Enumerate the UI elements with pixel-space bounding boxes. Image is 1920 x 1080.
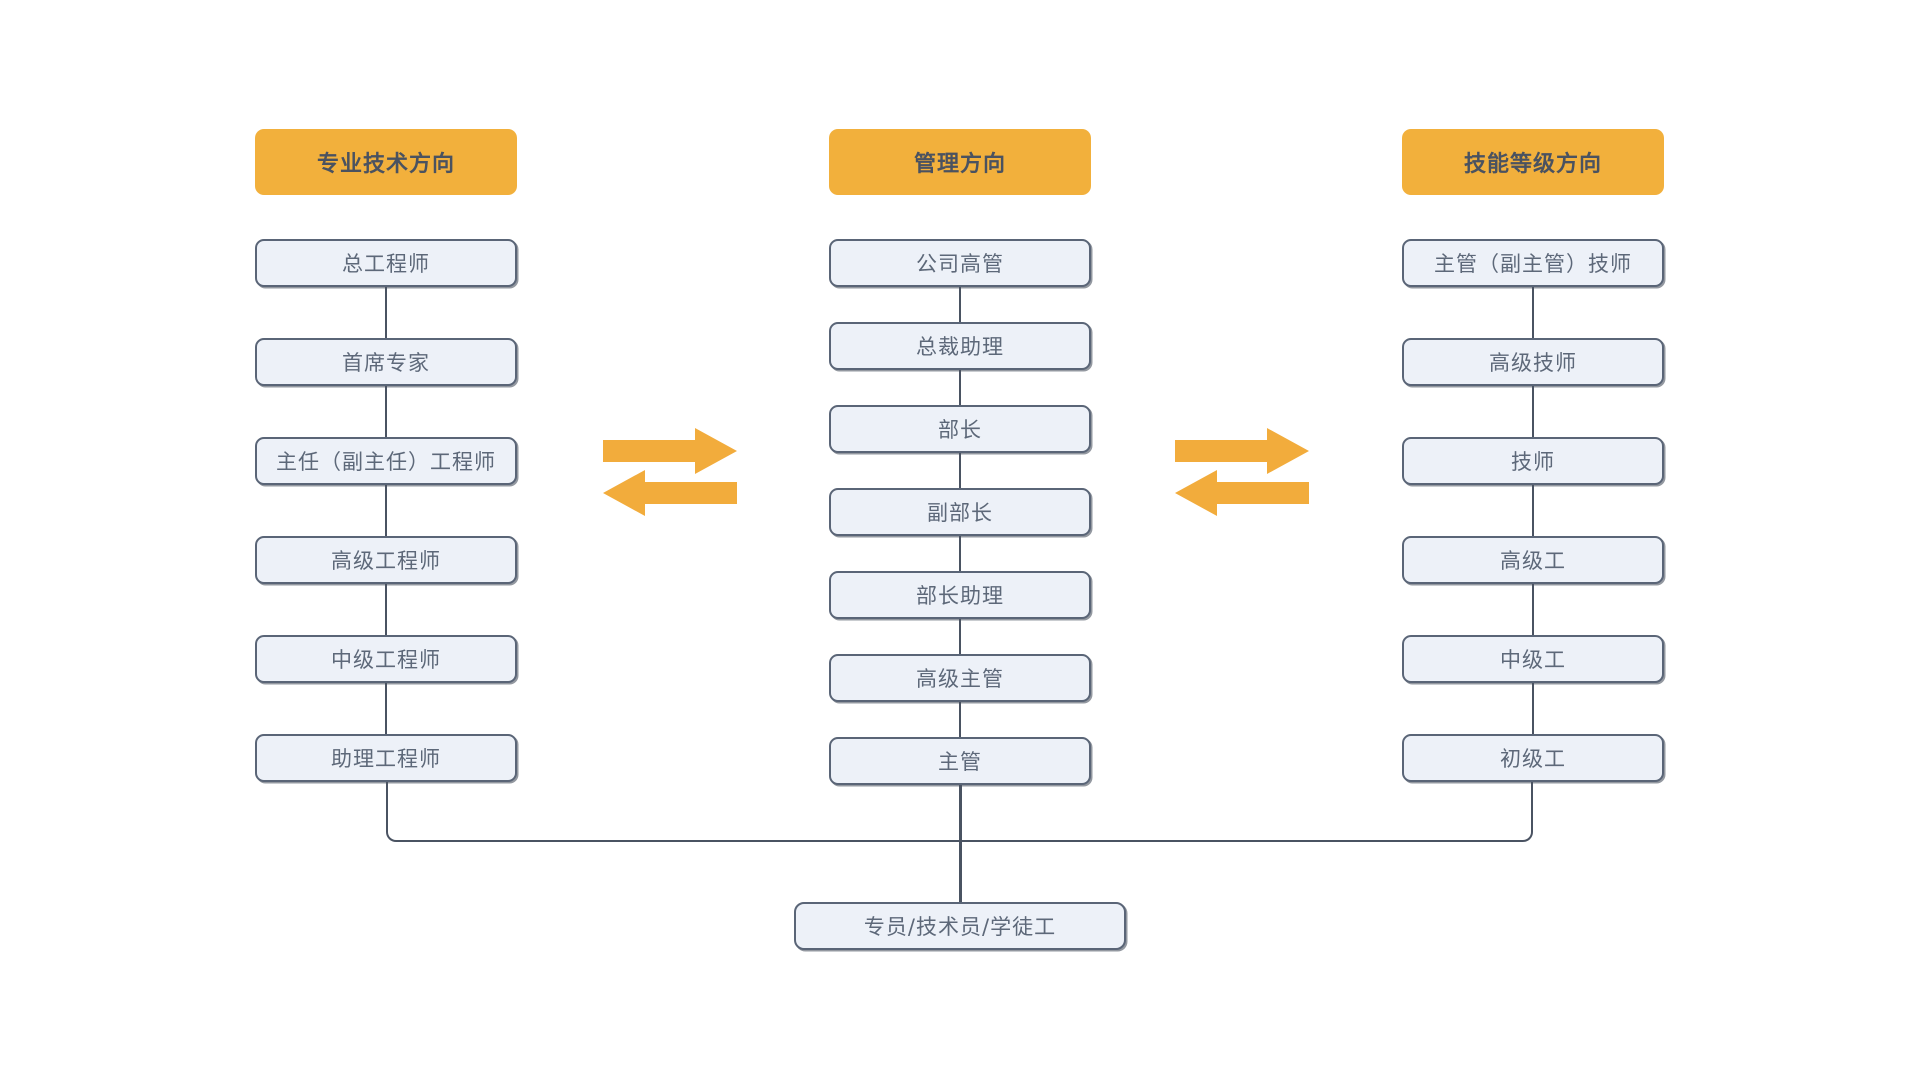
connector-line: [384, 683, 388, 734]
connector-line: [384, 287, 388, 338]
node-company-executive: 公司高管: [829, 239, 1091, 287]
connector-line: [1531, 485, 1535, 536]
node-intermediate-worker: 中级工: [1402, 635, 1664, 683]
connector-line: [1531, 683, 1535, 734]
column-header-skill-level: 技能等级方向: [1402, 129, 1664, 195]
connector-line: [958, 702, 962, 737]
node-chief-engineer: 总工程师: [255, 239, 517, 287]
node-department-head: 部长: [829, 405, 1091, 453]
column-header-management: 管理方向: [829, 129, 1091, 195]
node-department-head-assistant: 部长助理: [829, 571, 1091, 619]
column-technical: 专业技术方向 总工程师 首席专家 主任（副主任）工程师 高级工程师 中级工程师 …: [255, 129, 517, 782]
node-chief-deputy-technician: 主管（副主管）技师: [1402, 239, 1664, 287]
right-arrow-icon: [603, 428, 737, 474]
connector-line: [958, 287, 962, 322]
node-supervisor: 主管: [829, 737, 1091, 785]
left-arrow-icon: [603, 470, 737, 516]
exchange-arrows-right-icon: [1175, 428, 1309, 516]
node-deputy-department-head: 副部长: [829, 488, 1091, 536]
node-senior-worker: 高级工: [1402, 536, 1664, 584]
column-management: 管理方向 公司高管 总裁助理 部长 副部长 部长助理 高级主管 主管: [829, 129, 1091, 785]
connector-line: [1531, 386, 1535, 437]
exchange-arrows-left-icon: [603, 428, 737, 516]
node-technician: 技师: [1402, 437, 1664, 485]
connector-line-middle-drop: [959, 785, 962, 902]
connector-line: [958, 619, 962, 654]
node-chief-expert: 首席专家: [255, 338, 517, 386]
node-junior-worker: 初级工: [1402, 734, 1664, 782]
connector-line: [958, 536, 962, 571]
connector-line: [958, 453, 962, 488]
column-header-technical: 专业技术方向: [255, 129, 517, 195]
connector-line: [1531, 584, 1535, 635]
node-director-engineer: 主任（副主任）工程师: [255, 437, 517, 485]
connector-line: [958, 370, 962, 405]
node-intermediate-engineer: 中级工程师: [255, 635, 517, 683]
column-skill-level: 技能等级方向 主管（副主管）技师 高级技师 技师 高级工 中级工 初级工: [1402, 129, 1664, 782]
node-specialist-technician-apprentice: 专员/技术员/学徒工: [794, 902, 1126, 950]
connector-line: [384, 584, 388, 635]
connector-line: [1531, 287, 1535, 338]
node-senior-supervisor: 高级主管: [829, 654, 1091, 702]
connector-line: [384, 485, 388, 536]
node-senior-technician: 高级技师: [1402, 338, 1664, 386]
node-assistant-engineer: 助理工程师: [255, 734, 517, 782]
connector-line: [384, 386, 388, 437]
node-senior-engineer: 高级工程师: [255, 536, 517, 584]
right-arrow-icon: [1175, 428, 1309, 474]
node-president-assistant: 总裁助理: [829, 322, 1091, 370]
left-arrow-icon: [1175, 470, 1309, 516]
